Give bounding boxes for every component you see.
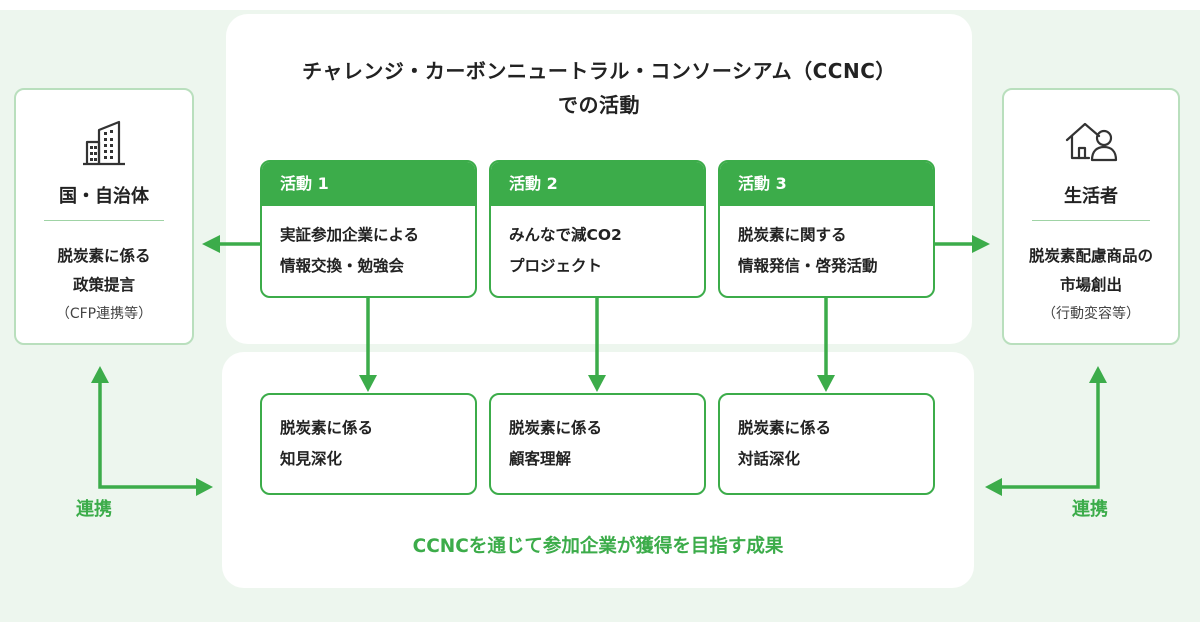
divider: [1032, 220, 1150, 221]
activity-line-1: 脱炭素に関する: [738, 226, 847, 244]
activity-description: 実証参加企業による 情報交換・勉強会: [262, 206, 475, 282]
title-line-1: チャレンジ・カーボンニュートラル・コンソーシアム（CCNC）: [302, 59, 896, 83]
arrowhead-up-left: [91, 366, 109, 383]
activity-line-2: プロジェクト: [509, 257, 603, 275]
result-line-2: 知見深化: [280, 450, 343, 468]
consumer-note: （行動変容等）: [1042, 306, 1140, 322]
consumer-description: 脱炭素配慮商品の 市場創出 （行動変容等）: [1004, 242, 1178, 329]
result-line-1: 脱炭素に係る: [280, 419, 374, 437]
activity-card-2: 活動 2 みんなで減CO2 プロジェクト: [489, 160, 706, 298]
arrowhead-left: [202, 235, 220, 253]
government-line-1: 脱炭素に係る: [57, 247, 151, 265]
consumer-heading: 生活者: [1064, 186, 1118, 207]
government-box: 国・自治体 脱炭素に係る 政策提言 （CFP連携等）: [14, 88, 194, 345]
results-caption: CCNCを通じて参加企業が獲得を目指す成果: [412, 536, 784, 557]
result-line-2: 顧客理解: [509, 450, 572, 468]
home-person-icon: [1065, 122, 1118, 162]
government-line-2: 政策提言: [72, 276, 135, 294]
divider: [44, 220, 164, 221]
arrowhead-into-results-right: [985, 478, 1002, 496]
activity-header: 活動 2: [491, 162, 704, 206]
title-line-2: での活動: [558, 93, 640, 117]
link-label-right: 連携: [1072, 499, 1108, 520]
activity-header: 活動 3: [720, 162, 933, 206]
consumer-line-2: 市場創出: [1059, 276, 1122, 294]
arrowhead-down-1: [359, 375, 377, 392]
activity-line-2: 情報交換・勉強会: [280, 257, 405, 275]
activity-line-1: 実証参加企業による: [280, 226, 420, 244]
consumer-line-1: 脱炭素配慮商品の: [1028, 247, 1153, 265]
link-arrow-right: [1000, 380, 1100, 489]
activity-description: 脱炭素に関する 情報発信・啓発活動: [720, 206, 933, 282]
activity-card-1: 活動 1 実証参加企業による 情報交換・勉強会: [260, 160, 477, 298]
arrowhead-right: [972, 235, 990, 253]
government-description: 脱炭素に係る 政策提言 （CFP連携等）: [16, 242, 192, 329]
building-icon: [83, 120, 125, 166]
activity-line-1: みんなで減CO2: [509, 226, 622, 244]
result-line-2: 対話深化: [738, 450, 801, 468]
link-arrow-left: [98, 380, 198, 489]
arrowhead-down-3: [817, 375, 835, 392]
result-line-1: 脱炭素に係る: [738, 419, 832, 437]
arrowhead-down-2: [588, 375, 606, 392]
arrowhead-up-right: [1089, 366, 1107, 383]
diagram-title: チャレンジ・カーボンニュートラル・コンソーシアム（CCNC） での活動: [226, 54, 972, 122]
activity-header: 活動 1: [262, 162, 475, 206]
activity-card-3: 活動 3 脱炭素に関する 情報発信・啓発活動: [718, 160, 935, 298]
result-line-1: 脱炭素に係る: [509, 419, 603, 437]
government-note: （CFP連携等）: [55, 306, 153, 322]
result-card-1: 脱炭素に係る 知見深化: [260, 393, 477, 495]
result-card-2: 脱炭素に係る 顧客理解: [489, 393, 706, 495]
activity-description: みんなで減CO2 プロジェクト: [491, 206, 704, 282]
activity-line-2: 情報発信・啓発活動: [738, 257, 878, 275]
arrowhead-into-results-left: [196, 478, 213, 496]
government-heading: 国・自治体: [59, 186, 149, 207]
link-label-left: 連携: [76, 499, 112, 520]
result-card-3: 脱炭素に係る 対話深化: [718, 393, 935, 495]
consumer-box: 生活者 脱炭素配慮商品の 市場創出 （行動変容等）: [1002, 88, 1180, 345]
